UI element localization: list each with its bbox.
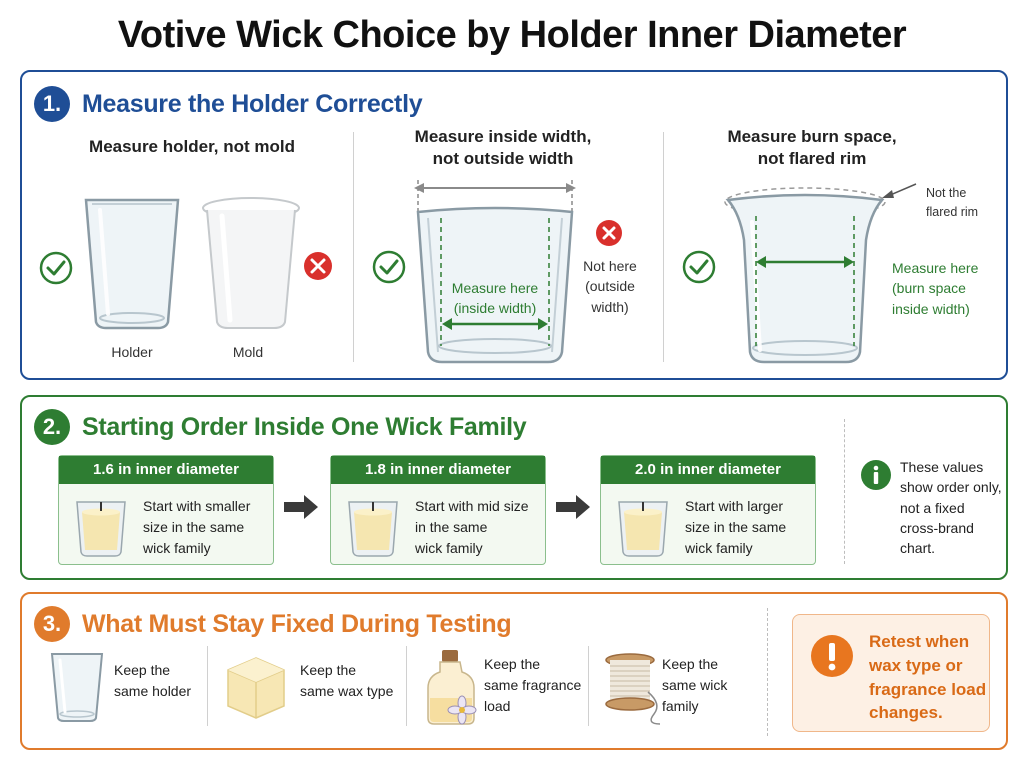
info-icon — [861, 460, 891, 490]
section-2-number: 2. — [34, 409, 70, 445]
section-1-number: 1. — [34, 86, 70, 122]
retest-callout: Retest when wax type or fragrance load c… — [792, 614, 990, 732]
wick-card-text: Start with mid size in the same wick fam… — [415, 498, 529, 556]
section-3-title: What Must Stay Fixed During Testing — [82, 609, 512, 638]
x-icon — [304, 252, 332, 280]
mold-icon — [202, 197, 300, 329]
divider — [844, 419, 845, 564]
fragrance-bottle-icon — [427, 650, 477, 725]
candle-icon — [348, 501, 398, 557]
outside-width-label: Not here (outside width) — [583, 258, 637, 315]
holder-label: Holder — [111, 344, 153, 360]
fixed-item-fragrance: Keep the same fragrance load — [484, 656, 582, 714]
wick-card-header: 1.8 in inner diameter — [331, 456, 545, 484]
arrow-right-icon — [556, 495, 590, 519]
page-title: Votive Wick Choice by Holder Inner Diame… — [117, 14, 907, 56]
wick-card-text: Start with larger size in the same wick … — [685, 498, 787, 556]
order-note: These values show order only, not a fixe… — [900, 459, 1002, 557]
section-2-title: Starting Order Inside One Wick Family — [82, 412, 527, 441]
divider — [207, 646, 208, 726]
section-3-number: 3. — [34, 606, 70, 642]
divider — [406, 646, 407, 726]
candle-icon — [76, 501, 126, 557]
retest-text: Retest when wax type or fragrance load c… — [869, 632, 987, 723]
col3-caption: Measure burn space, not flared rim — [727, 127, 897, 169]
holder-glass-icon — [50, 653, 104, 722]
glass-inside-width-illustration — [414, 180, 576, 364]
fixed-item-wax: Keep the same wax type — [300, 662, 394, 699]
warning-icon — [811, 635, 853, 677]
arrow-icon — [882, 183, 917, 198]
burn-space-label: Measure here (burn space inside width) — [892, 260, 979, 317]
flower-icon — [447, 695, 477, 725]
x-icon — [596, 220, 622, 246]
check-icon — [39, 251, 73, 285]
flared-rim-label: Not the flared rim — [926, 186, 979, 219]
inside-width-label: Measure here (inside width) — [451, 280, 539, 317]
divider — [663, 132, 664, 362]
wick-card-3: 2.0 in inner diameter Start with larger … — [600, 455, 816, 565]
wick-card-text: Start with smaller size in the same wick… — [143, 498, 251, 556]
col1-caption: Measure holder, not mold — [89, 137, 295, 156]
wick-spool-icon — [605, 653, 661, 725]
section-1-header: 1. Measure the Holder Correctly — [34, 86, 423, 122]
divider — [353, 132, 354, 362]
wick-card-2: 1.8 in inner diameter Start with mid siz… — [330, 455, 546, 565]
check-icon — [682, 250, 716, 284]
section-3-header: 3. What Must Stay Fixed During Testing — [34, 606, 512, 642]
section-1-title: Measure the Holder Correctly — [82, 89, 423, 118]
section-starting-order: 2. Starting Order Inside One Wick Family… — [20, 395, 1008, 580]
flared-glass-illustration — [724, 187, 886, 364]
divider — [767, 608, 768, 736]
wax-cube-icon — [227, 657, 285, 719]
fixed-item-wick-family: Keep the same wick family — [662, 656, 728, 714]
section-stay-fixed: 3. What Must Stay Fixed During Testing K… — [20, 592, 1008, 750]
wick-card-1: 1.6 in inner diameter Start with smaller… — [58, 455, 274, 565]
check-icon — [372, 250, 406, 284]
divider — [588, 646, 589, 726]
mold-label: Mold — [232, 344, 264, 360]
candle-icon — [618, 501, 668, 557]
section-measure-holder: 1. Measure the Holder Correctly Measure … — [20, 70, 1008, 380]
fixed-item-holder: Keep the same holder — [114, 662, 192, 699]
col2-caption: Measure inside width, not outside width — [414, 127, 592, 169]
wick-card-header: 2.0 in inner diameter — [601, 456, 815, 484]
wick-card-header: 1.6 in inner diameter — [59, 456, 273, 484]
section-2-header: 2. Starting Order Inside One Wick Family — [34, 409, 527, 445]
arrow-right-icon — [284, 495, 318, 519]
holder-glass-icon — [84, 198, 180, 330]
